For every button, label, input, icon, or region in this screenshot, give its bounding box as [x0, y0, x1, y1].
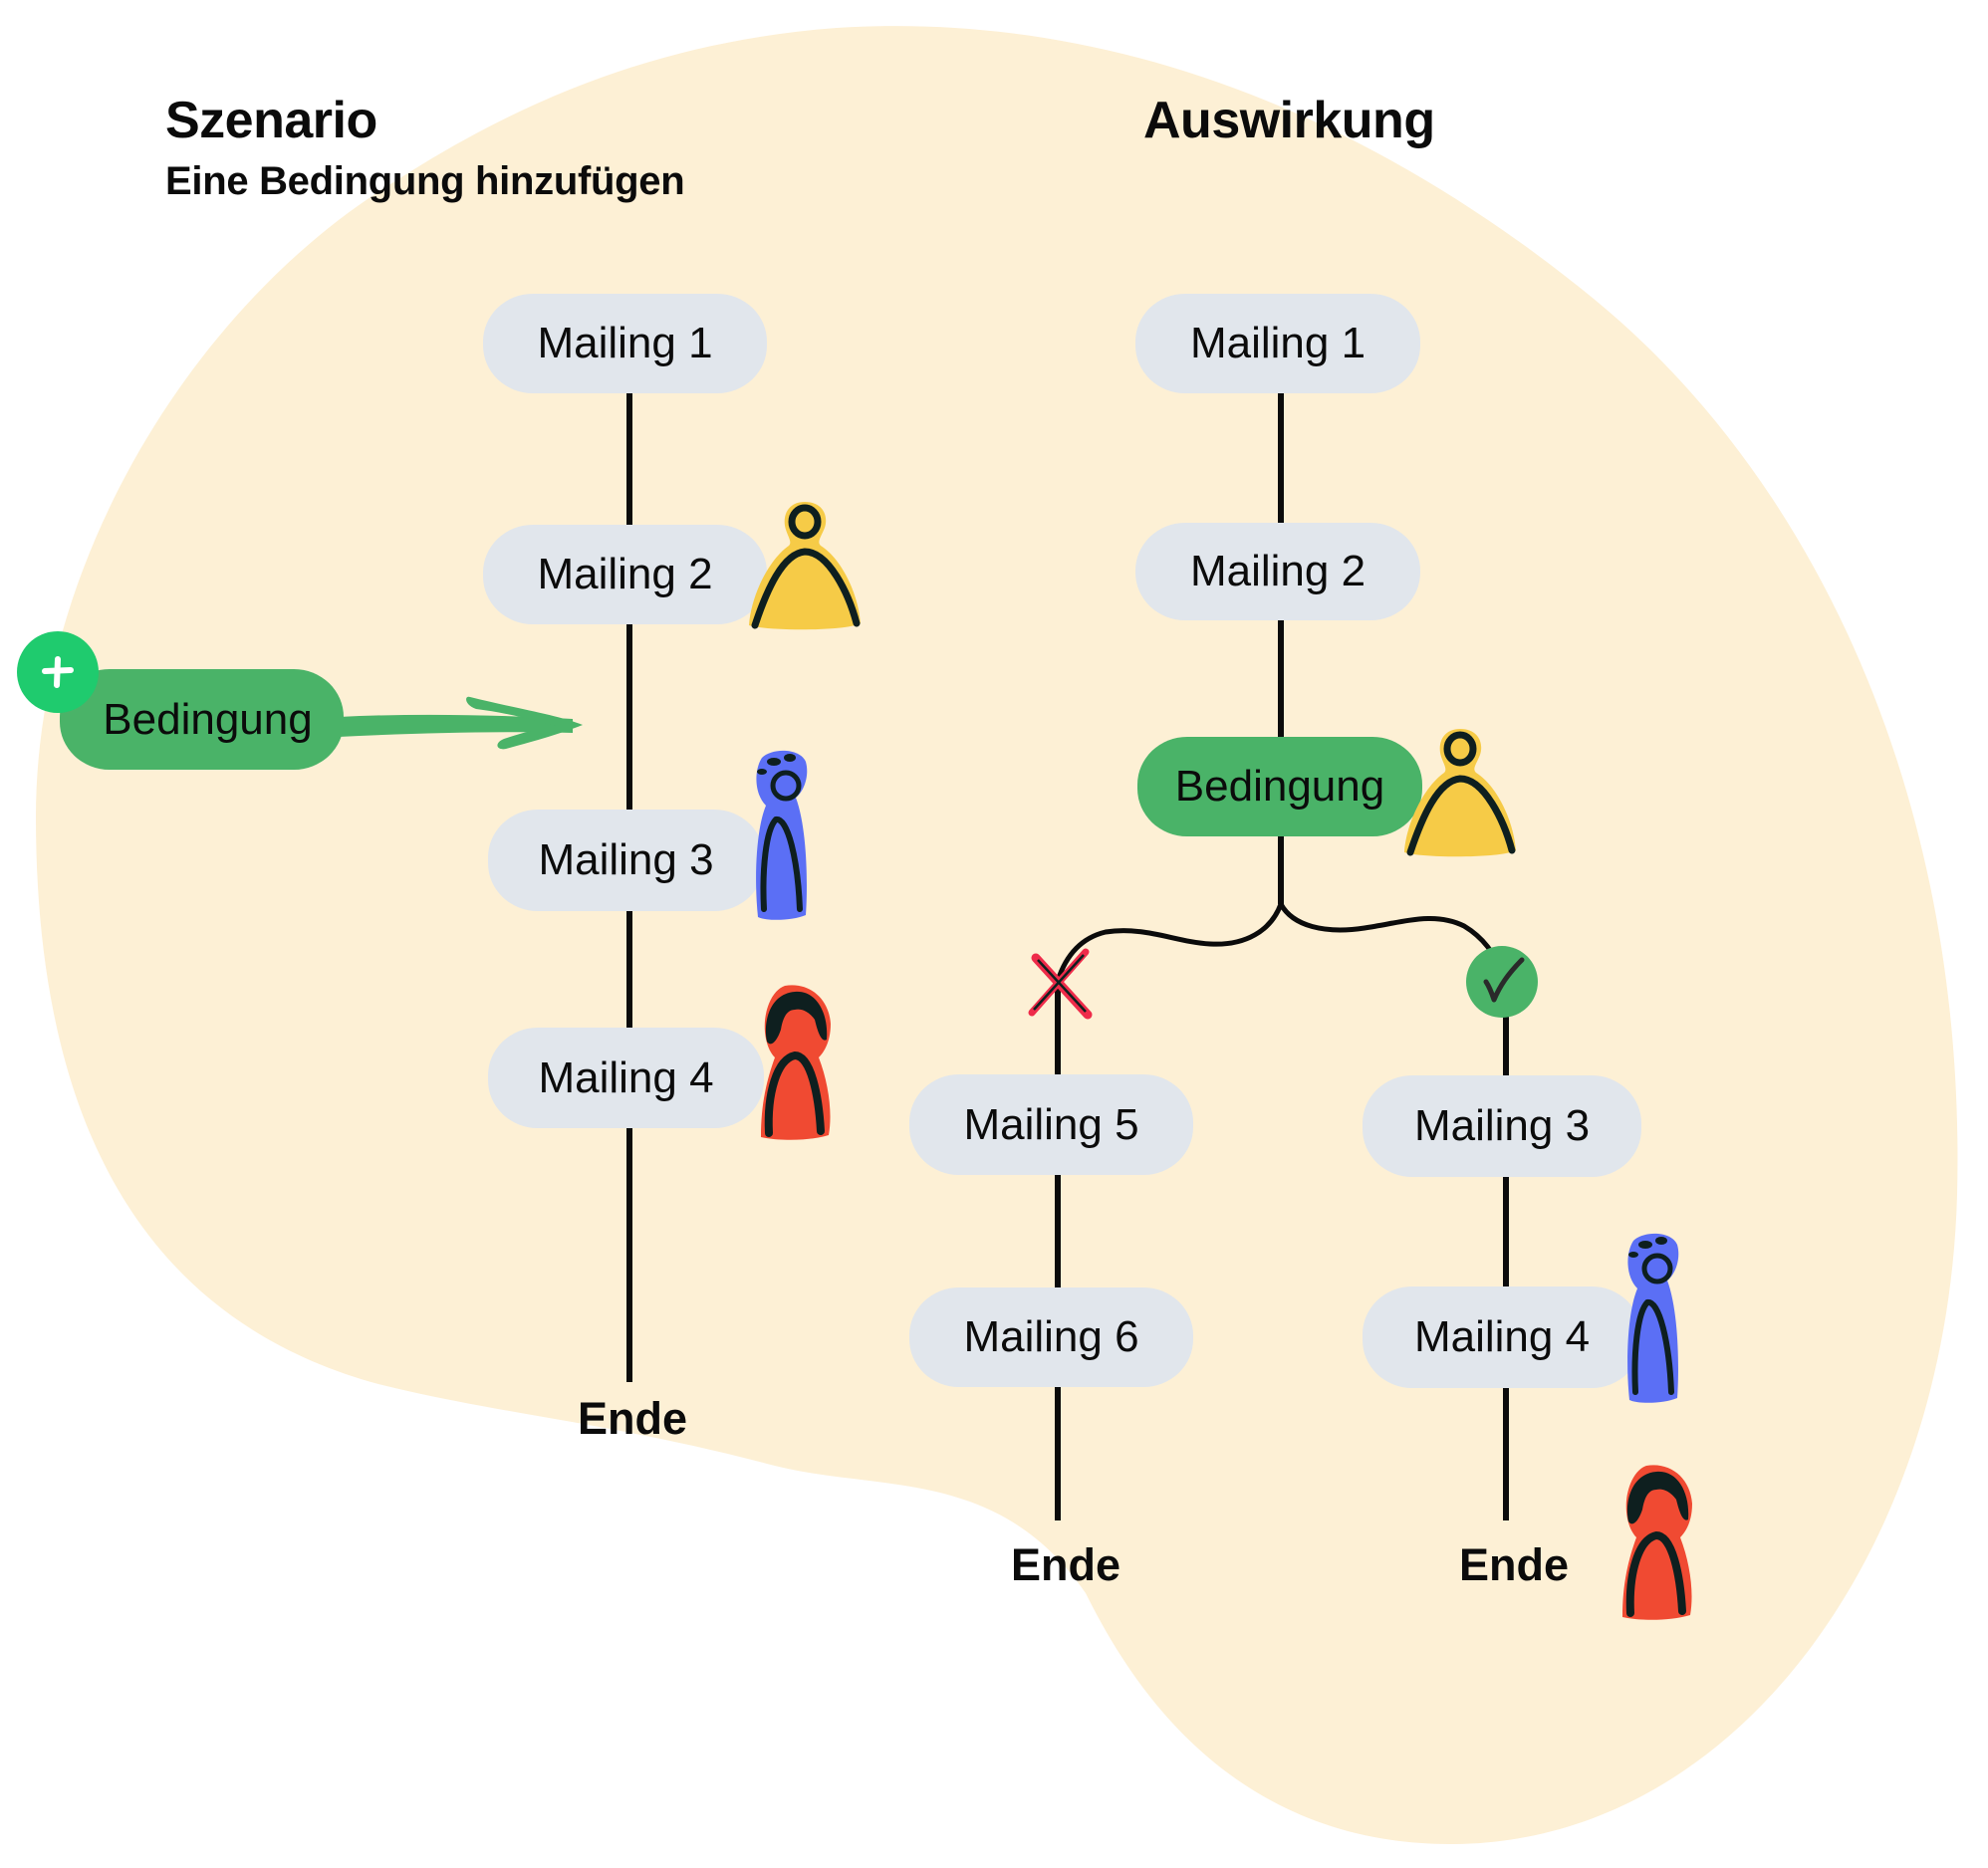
person-yellow-icon	[1404, 729, 1516, 857]
branch-curve-false	[1055, 903, 1284, 982]
add-condition-chip[interactable]: Bedingung	[60, 669, 344, 770]
person-yellow-icon	[749, 502, 861, 630]
scenario-subtitle: Eine Bedingung hinzufügen	[165, 159, 685, 203]
impact-mailing-1[interactable]: Mailing 1	[1135, 294, 1420, 393]
scenario-mailing-1[interactable]: Mailing 1	[483, 294, 767, 393]
true-branch-mailing-4[interactable]: Mailing 4	[1363, 1286, 1641, 1388]
scenario-mailing-3[interactable]: Mailing 3	[488, 810, 764, 911]
cross-icon	[1028, 948, 1093, 1020]
scenario-title: Szenario	[165, 92, 377, 149]
impact-condition[interactable]: Bedingung	[1137, 737, 1422, 836]
plus-icon	[42, 656, 74, 688]
impact-mailing-2[interactable]: Mailing 2	[1135, 523, 1420, 620]
impact-title: Auswirkung	[1143, 92, 1435, 149]
person-red-icon	[761, 985, 831, 1140]
add-condition-button[interactable]	[17, 631, 99, 713]
true-branch-mailing-3[interactable]: Mailing 3	[1363, 1075, 1641, 1177]
person-blue-icon	[756, 750, 808, 920]
background-blob-shape	[36, 26, 1958, 1845]
scenario-mailing-4[interactable]: Mailing 4	[488, 1028, 764, 1128]
true-branch-end-label: Ende	[1458, 1539, 1570, 1590]
false-branch-mailing-5[interactable]: Mailing 5	[909, 1074, 1193, 1175]
scenario-mailing-2[interactable]: Mailing 2	[483, 525, 767, 624]
true-branch-marker	[1466, 946, 1538, 1018]
check-icon	[1483, 957, 1525, 1003]
scenario-end-label: Ende	[577, 1393, 688, 1444]
false-branch-end-label: Ende	[1010, 1539, 1121, 1590]
arrow-right-icon	[339, 696, 583, 750]
branch-curve-true	[1278, 902, 1505, 973]
person-red-icon	[1622, 1465, 1692, 1620]
false-branch-mailing-6[interactable]: Mailing 6	[909, 1287, 1193, 1387]
person-blue-icon	[1627, 1233, 1679, 1403]
